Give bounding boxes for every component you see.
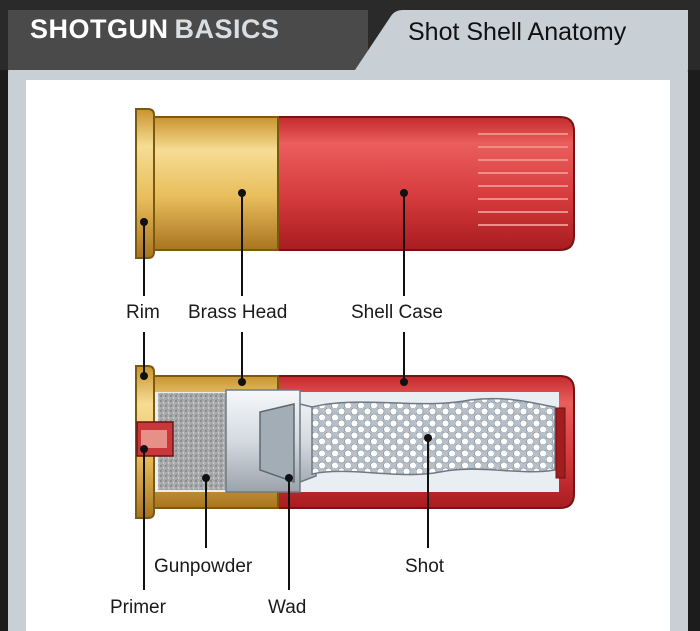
label-primer: Primer (110, 597, 166, 618)
label-shot: Shot (405, 556, 445, 577)
label-brass-head: Brass Head (188, 302, 288, 323)
shell-case-body (277, 116, 575, 251)
leader-dots (140, 189, 432, 482)
primer-core (141, 430, 167, 448)
label-gunpowder: Gunpowder (154, 556, 253, 577)
title-tab (8, 10, 368, 70)
shell-exterior (135, 108, 575, 259)
brand-word-basics: BASICS (174, 14, 280, 44)
label-shell-case: Shell Case (351, 302, 443, 323)
brass-head (149, 116, 279, 251)
shell-cutaway (135, 365, 575, 519)
section-title: Shot Shell Anatomy (408, 18, 627, 46)
leader-lines (143, 193, 429, 590)
label-rim: Rim (126, 302, 160, 323)
crimp-end (555, 407, 566, 479)
section-tab-shape (355, 10, 688, 70)
section-tab (355, 10, 688, 70)
brand-word-shotgun: SHOTGUN (30, 14, 169, 44)
shot-column (311, 397, 556, 476)
label-wad: Wad (268, 597, 307, 618)
crimp-lines (478, 133, 568, 226)
wad-cup (259, 403, 295, 484)
